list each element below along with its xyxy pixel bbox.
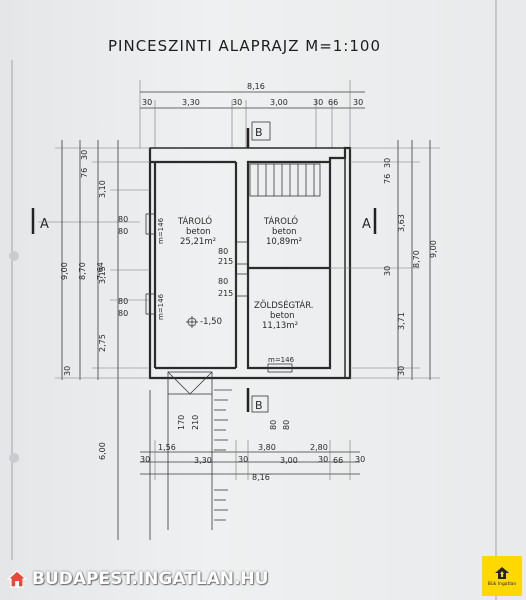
- left-dim-3-15: 3,15: [98, 266, 107, 284]
- bottom-dim-2-80: 2,80: [310, 443, 328, 452]
- svg-text:215: 215: [218, 257, 233, 266]
- svg-text:80: 80: [118, 227, 128, 236]
- room-storage-large: TÁROLÓ beton 25,21m²: [177, 215, 216, 247]
- watermark-logo: BUDAPEST.INGATLAN.HU: [6, 566, 268, 592]
- bottom-dim-3-00: 3,00: [280, 456, 298, 465]
- right-dim-3-63: 3,63: [397, 214, 406, 232]
- svg-text:80: 80: [218, 277, 228, 286]
- room-name: TÁROLÓ: [263, 215, 298, 227]
- room-area: 11,13m²: [262, 321, 298, 331]
- bottom-dim-30-d: 30: [355, 455, 365, 464]
- bottom-dim-30-a: 30: [140, 455, 150, 464]
- section-b-marker-top: B: [246, 121, 271, 148]
- room-name: ZÖLDSÉGTÁR.: [254, 299, 314, 311]
- punch-hole: [9, 453, 19, 463]
- svg-text:80: 80: [118, 309, 128, 318]
- section-a-marker-right: A: [362, 208, 377, 234]
- door-bottom: 80 80: [269, 420, 291, 430]
- window-bottom: m=146: [267, 356, 295, 373]
- badge-label: Bük Ingatlan: [487, 581, 517, 587]
- house-icon: [6, 570, 28, 588]
- room-floor: beton: [186, 227, 211, 237]
- left-dim-76: 76: [80, 168, 89, 178]
- svg-text:80: 80: [282, 420, 291, 430]
- svg-text:215: 215: [218, 289, 233, 298]
- top-dim-6: 66: [328, 98, 338, 107]
- top-dimension-chain: 8,16 30 3,30 30 3,00 30 66 30: [139, 80, 365, 148]
- bottom-total-dim: 8,16: [252, 473, 270, 482]
- svg-text:170: 170: [177, 415, 186, 430]
- bottom-dim-1-56: 1,56: [158, 443, 176, 452]
- section-b-marker-bottom: B: [246, 388, 269, 413]
- door-upper: 80 215: [218, 241, 249, 266]
- top-total-dim: 8,16: [247, 82, 265, 91]
- left-dim-30-bottom: 30: [63, 366, 72, 376]
- right-dim-8-70: 8,70: [412, 250, 421, 268]
- left-dim-6-00: 6,00: [98, 442, 107, 460]
- svg-text:210: 210: [191, 415, 200, 430]
- window-upper-left: 80 80 m=146: [118, 213, 165, 244]
- right-dim-30-top: 30: [383, 158, 392, 168]
- room-area: 25,21m²: [180, 237, 216, 247]
- right-dim-30-bottom: 30: [397, 366, 406, 376]
- top-dim-4: 3,00: [270, 98, 288, 107]
- svg-text:-1,50: -1,50: [200, 317, 222, 327]
- door-lower: 80 215: [218, 273, 249, 298]
- plan-title: PINCESZINTI ALAPRAJZ M=1:100: [108, 37, 381, 55]
- right-dim-76: 76: [383, 174, 392, 184]
- section-a-marker-left: A: [31, 208, 140, 234]
- svg-text:m=146: m=146: [268, 356, 295, 364]
- agency-badge: Bük Ingatlan: [482, 556, 522, 596]
- right-dimension-chain: 30 76 3,63 30 3,71 30 8,70 9,00: [330, 140, 440, 380]
- top-dim-5: 30: [313, 98, 323, 107]
- room-storage-small: TÁROLÓ beton 10,89m²: [263, 215, 302, 247]
- top-dim-7: 30: [353, 98, 363, 107]
- watermark-text: BUDAPEST.INGATLAN.HU: [32, 569, 269, 589]
- top-dim-3: 30: [232, 98, 242, 107]
- left-dim-8-70: 8,70: [78, 262, 87, 280]
- bottom-dim-66: 66: [333, 456, 343, 465]
- room-floor: beton: [270, 311, 295, 321]
- room-area: 10,89m²: [266, 237, 302, 247]
- svg-text:A: A: [362, 217, 371, 232]
- outdoor-stair-treads: [214, 389, 232, 521]
- left-dim-9-00: 9,00: [60, 262, 69, 280]
- house-up-icon: [495, 566, 509, 579]
- svg-text:A: A: [40, 217, 49, 232]
- window-mid-left: 80 80 m=146: [118, 293, 165, 320]
- svg-text:m=146: m=146: [157, 217, 165, 244]
- left-dim-7-64: 7,64: [96, 262, 105, 280]
- svg-text:80: 80: [118, 297, 128, 306]
- bottom-dim-3-80: 3,80: [258, 443, 276, 452]
- svg-text:80: 80: [269, 420, 278, 430]
- building-walls: [148, 146, 352, 380]
- top-dim-2: 3,30: [182, 98, 200, 107]
- right-dim-3-71: 3,71: [397, 312, 406, 330]
- punch-hole: [9, 251, 19, 261]
- level-marker: -1,50: [186, 316, 222, 328]
- svg-text:m=146: m=146: [157, 293, 165, 320]
- room-vegetable-storage: ZÖLDSÉGTÁR. beton 11,13m²: [254, 299, 314, 331]
- bottom-dim-30-c: 30: [318, 455, 328, 464]
- left-dimension-chain: 9,00 8,70 7,64 30 76 3,10 3,15 2,75 30 6…: [55, 140, 150, 540]
- staircase: [249, 163, 321, 197]
- svg-text:80: 80: [218, 247, 228, 256]
- left-dim-30-top: 30: [80, 150, 89, 160]
- left-dim-2-75: 2,75: [98, 334, 107, 352]
- bottom-dim-3-30: 3,30: [194, 456, 212, 465]
- bottom-dimension-chain: 1,56 3,80 2,80 30 3,30 30 3,00 30 66 30 …: [140, 440, 365, 482]
- svg-text:B: B: [255, 126, 263, 139]
- svg-text:80: 80: [118, 215, 128, 224]
- right-dim-9-00: 9,00: [429, 240, 438, 258]
- svg-text:B: B: [255, 399, 263, 412]
- right-dim-30-mid: 30: [383, 266, 392, 276]
- room-name: TÁROLÓ: [177, 215, 212, 227]
- top-dim-1: 30: [142, 98, 152, 107]
- left-dim-3-10: 3,10: [98, 180, 107, 198]
- bottom-dim-30-b: 30: [238, 455, 248, 464]
- room-floor: beton: [272, 227, 297, 237]
